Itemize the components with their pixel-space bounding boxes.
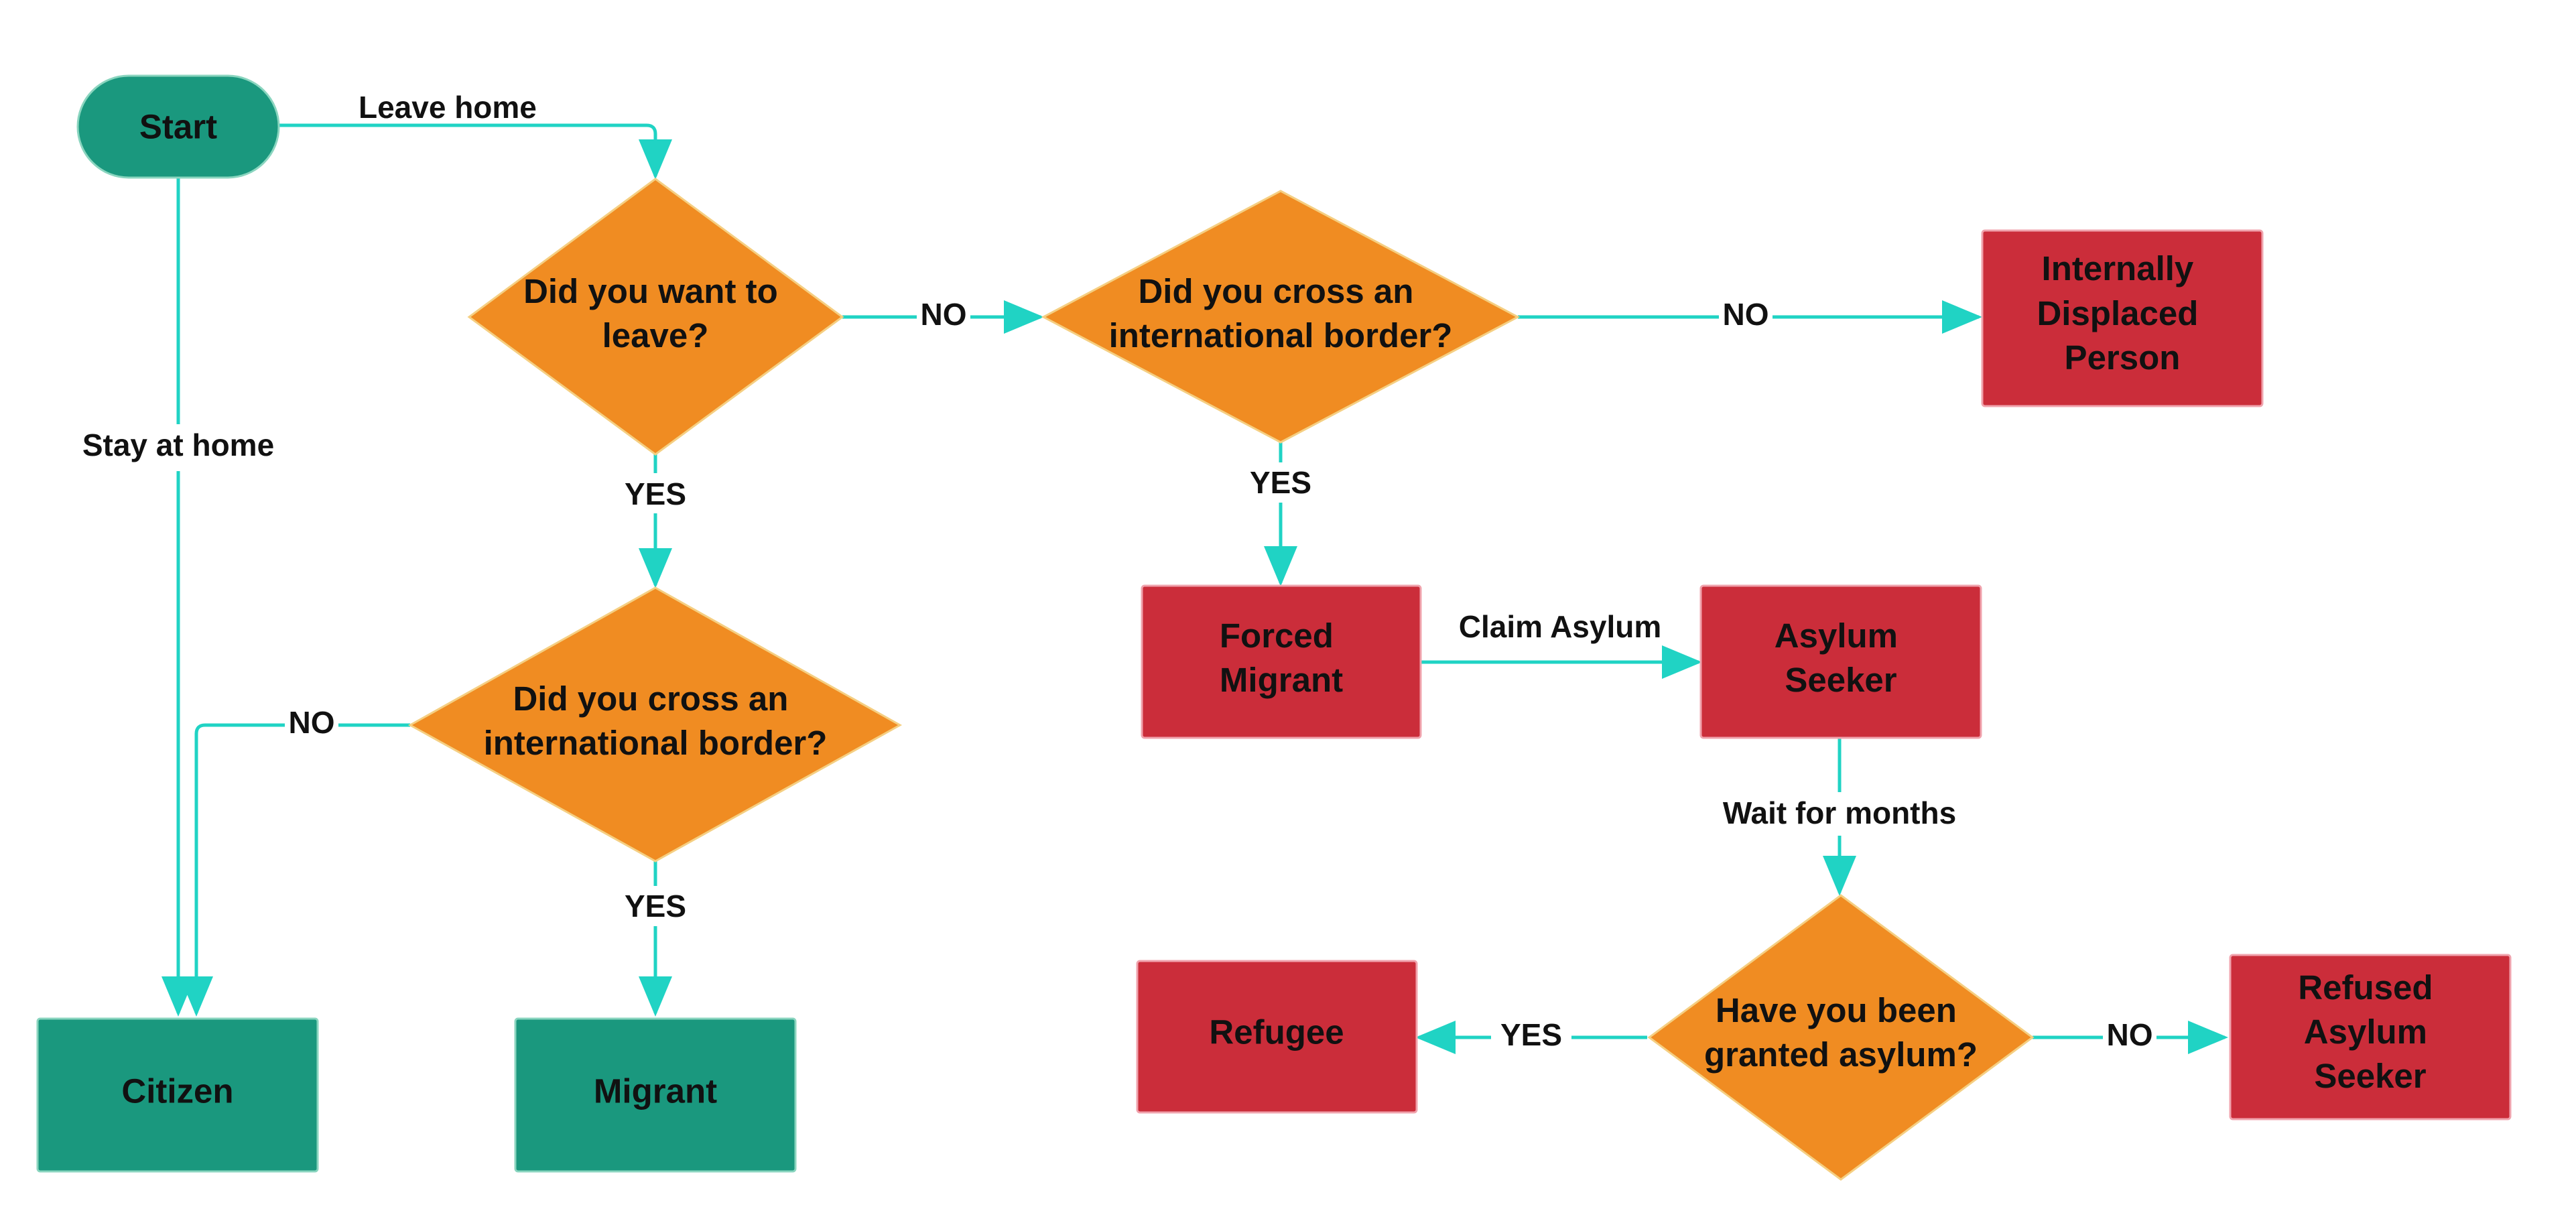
edge-label-cross-left-yes: YES <box>625 889 686 923</box>
asylum-seeker-label: Asylum Seeker <box>1775 617 1907 699</box>
edge-label-bg <box>615 886 696 926</box>
citizen-node <box>36 1017 319 1173</box>
edge-label-wait-months: Wait for months <box>1723 795 1956 830</box>
refused-asylum-seeker-node <box>2229 954 2512 1120</box>
edge-label-bg <box>285 704 338 744</box>
decision-cross-border-left <box>407 586 903 862</box>
citizen-label: Citizen <box>121 1072 233 1110</box>
edge-labels: Leave home Stay at home NO YES NO YES NO… <box>67 90 2156 1055</box>
start-node <box>76 74 280 179</box>
edge-label-bg <box>917 297 970 337</box>
edge-cross-left-no <box>180 723 410 1017</box>
decision-granted-asylum-label: Have you been granted asylum? <box>1704 991 1978 1074</box>
edge-label-bg <box>1491 1015 1571 1055</box>
asylum-seeker-node <box>1699 584 1982 739</box>
migrant-node <box>514 1017 797 1173</box>
edge-label-bg <box>67 424 288 471</box>
start-label: Start <box>139 108 217 146</box>
edge-label-want-yes: YES <box>625 476 686 511</box>
idp-node <box>1981 229 2264 407</box>
nodes: Start Did you want to leave? Did you cro… <box>36 74 2512 1181</box>
edge-leave-home <box>279 123 672 180</box>
edge-label-bg <box>2103 1015 2156 1055</box>
decision-granted-asylum <box>1647 894 2035 1181</box>
refused-asylum-seeker-label: Refused Asylum Seeker <box>2298 968 2442 1095</box>
refugee-node <box>1136 960 1418 1114</box>
edge-label-claim-asylum: Claim Asylum <box>1459 609 1662 644</box>
refugee-label: Refugee <box>1209 1013 1344 1051</box>
edge-label-granted-yes: YES <box>1500 1017 1562 1052</box>
decision-cross-border-top-label: Did you cross an international border? <box>1109 272 1453 355</box>
forced-migrant-label: Forced Migrant <box>1220 617 1343 699</box>
decision-cross-border-top <box>1041 190 1521 444</box>
edge-label-cross-left-no: NO <box>289 705 335 740</box>
edge-label-bg <box>1719 297 1773 337</box>
forced-migrant-node <box>1141 584 1422 739</box>
edge-label-stay-home: Stay at home <box>82 428 274 462</box>
edge-label-granted-no: NO <box>2107 1017 2153 1052</box>
migrant-label: Migrant <box>594 1072 717 1110</box>
idp-label: Internally Displaced Person <box>2037 249 2207 377</box>
decision-want-leave <box>467 178 844 456</box>
edge-label-bg <box>1240 462 1321 503</box>
edge-label-bg <box>1705 792 1974 836</box>
edge-label-bg <box>615 473 696 513</box>
edge-label-cross-top-no: NO <box>1723 297 1769 332</box>
decision-cross-border-left-label: Did you cross an international border? <box>484 680 828 762</box>
decision-want-leave-label: Did you want to leave? <box>523 272 787 355</box>
edge-label-want-no: NO <box>921 297 967 332</box>
edge-label-cross-top-yes: YES <box>1250 465 1311 500</box>
edge-label-leave-home: Leave home <box>359 90 537 125</box>
